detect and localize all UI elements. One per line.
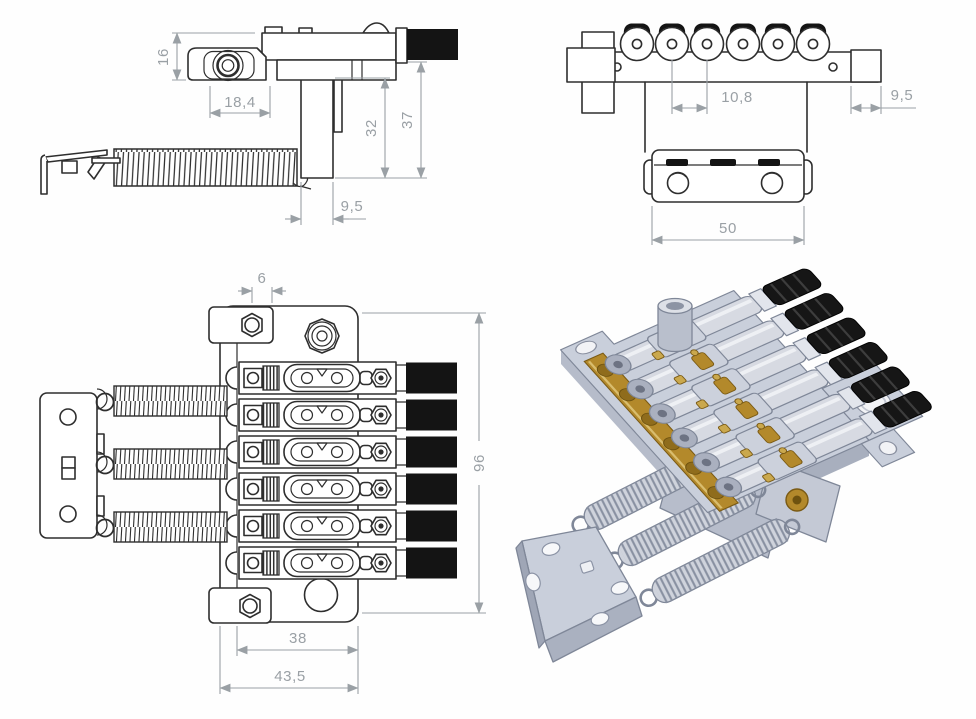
top-lock-stud [304, 318, 340, 354]
front-right-block [850, 49, 882, 83]
top-string-bumps [225, 366, 238, 575]
top-mount-lug-lower [208, 587, 272, 624]
dim-front-string-pitch: 10,8 [721, 89, 753, 106]
iso-view [515, 248, 957, 663]
side-spring [91, 148, 312, 190]
dim-top-lug-offset: 6 [258, 270, 267, 287]
front-view: 10,8 9,5 50 [566, 22, 916, 245]
dim-top-overall-width: 43,5 [274, 668, 306, 685]
dim-side-overall-drop: 37 [399, 111, 416, 129]
iso-deck [559, 248, 957, 514]
top-dimensions: 6 96 38 43,5 [219, 270, 488, 694]
dim-side-length: 18,4 [224, 94, 256, 111]
side-string-block [407, 29, 458, 60]
top-view: 6 96 38 43,5 [39, 270, 488, 694]
dim-front-end-width: 9,5 [891, 87, 914, 104]
side-tremolo-block [300, 77, 343, 179]
side-baseplate [261, 22, 458, 81]
front-block-sides [644, 81, 808, 153]
top-claw [39, 388, 108, 539]
side-claw [40, 149, 108, 195]
dim-side-height: 16 [155, 48, 172, 66]
top-mount-lug-upper [208, 306, 274, 344]
side-view: 16 18,4 32 37 9,5 [40, 22, 458, 225]
iso-lock-tube [657, 297, 693, 353]
side-dimensions: 16 18,4 32 37 9,5 [155, 32, 427, 225]
dim-top-base-width: 38 [289, 630, 307, 647]
dim-top-overall-length: 96 [471, 454, 488, 472]
front-dimensions: 10,8 9,5 50 [651, 60, 916, 245]
dim-side-block-drop: 32 [363, 119, 380, 137]
front-left-ledge [566, 47, 616, 83]
front-spring-block [643, 149, 813, 203]
side-lock-housing [187, 47, 267, 82]
side-lock-screw [212, 49, 244, 82]
dim-side-block-thickness: 9,5 [341, 198, 364, 215]
iso-claw [515, 526, 643, 663]
top-springs [95, 385, 228, 543]
top-arm-hole [303, 577, 339, 613]
dim-front-block-width: 50 [719, 220, 737, 237]
